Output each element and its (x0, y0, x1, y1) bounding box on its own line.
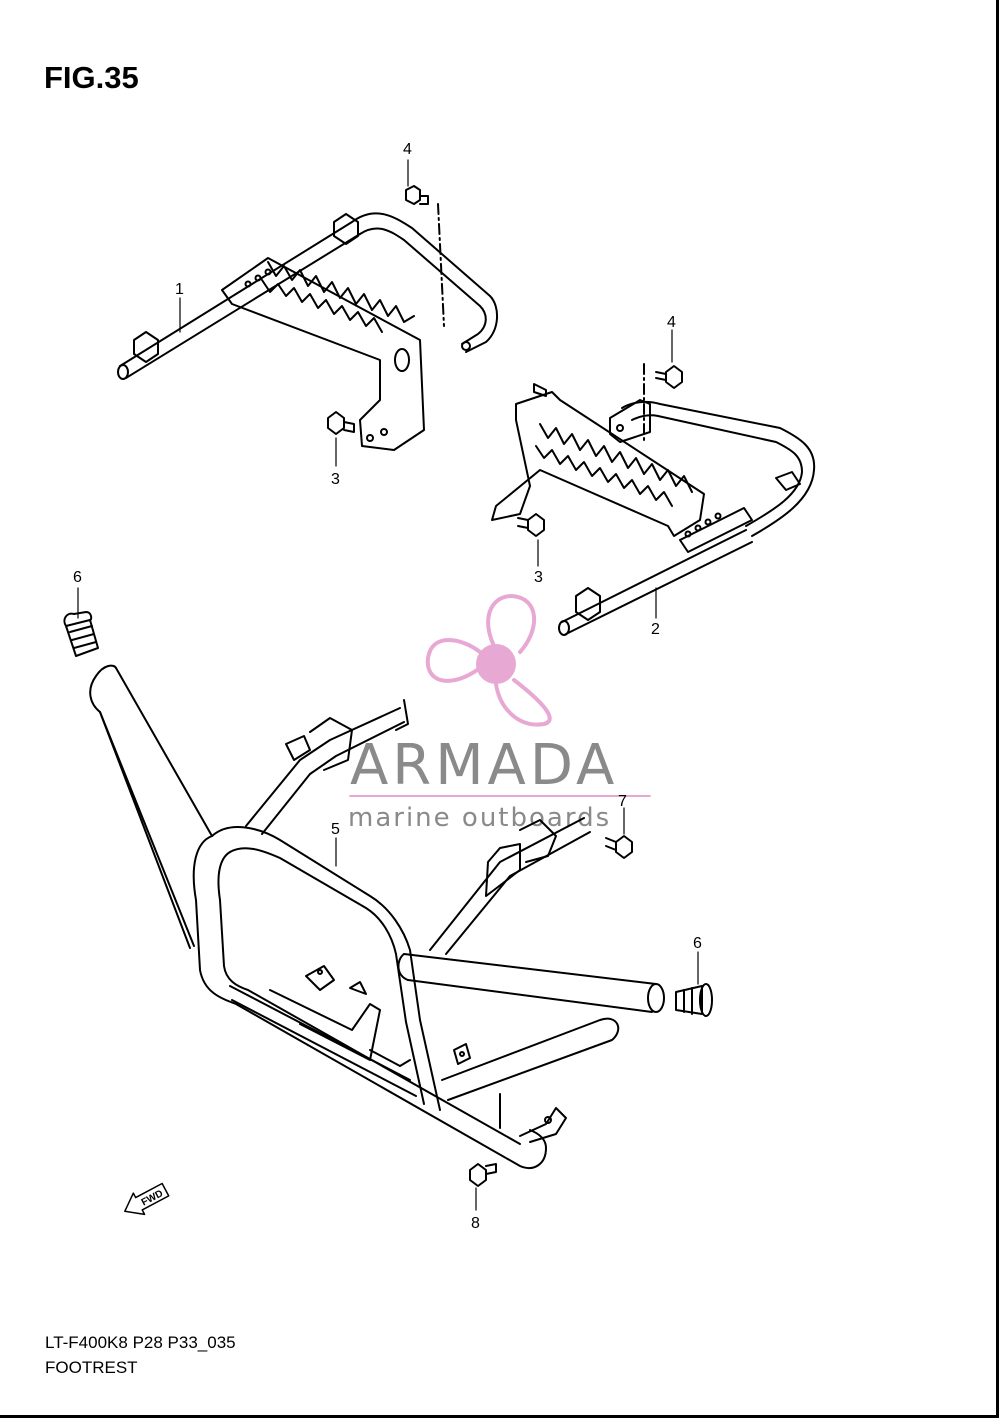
part-3-bolt-left (327, 411, 355, 435)
callout-3-left: 3 (331, 471, 340, 488)
part-4-bolt-right (643, 363, 683, 441)
callout-6-left: 6 (73, 569, 82, 586)
part-6-plug-left (63, 611, 99, 657)
callout-5: 5 (331, 821, 340, 838)
callout-4-right: 4 (667, 314, 676, 331)
callout-1: 1 (175, 281, 184, 298)
callout-4-left: 4 (403, 141, 412, 158)
callout-leaders (77, 159, 699, 1211)
part-7-bolt (605, 835, 633, 859)
figure-name: FOOTREST (45, 1358, 138, 1377)
part-6-plug-right (675, 983, 713, 1017)
fwd-arrow-icon: FWD (124, 1182, 170, 1216)
callout-7: 7 (618, 793, 627, 810)
callout-labels: 1 2 3 3 4 4 5 6 6 7 8 (73, 141, 702, 1232)
figure-code: LT-F400K8 P28 P33_035 (45, 1333, 236, 1352)
fwd-label: FWD (140, 1188, 165, 1208)
figure-title: FIG.35 (44, 60, 139, 95)
part-1-footrest-left (117, 212, 498, 451)
watermark-tagline: marine outboards (348, 803, 611, 833)
callout-2: 2 (651, 621, 660, 638)
callout-6-right: 6 (693, 935, 702, 952)
part-2-footrest-right (491, 383, 816, 636)
callout-8: 8 (471, 1215, 480, 1232)
part-3-bolt-right (517, 513, 545, 537)
watermark-brand: ARMADA (350, 733, 618, 798)
part-5-front-guard (89, 664, 665, 1169)
callout-3-right: 3 (534, 569, 543, 586)
propeller-icon (425, 594, 552, 727)
part-4-bolt-left (405, 185, 445, 327)
armada-watermark: ARMADA marine outboards (348, 594, 651, 833)
part-8-bolt (469, 1163, 497, 1187)
